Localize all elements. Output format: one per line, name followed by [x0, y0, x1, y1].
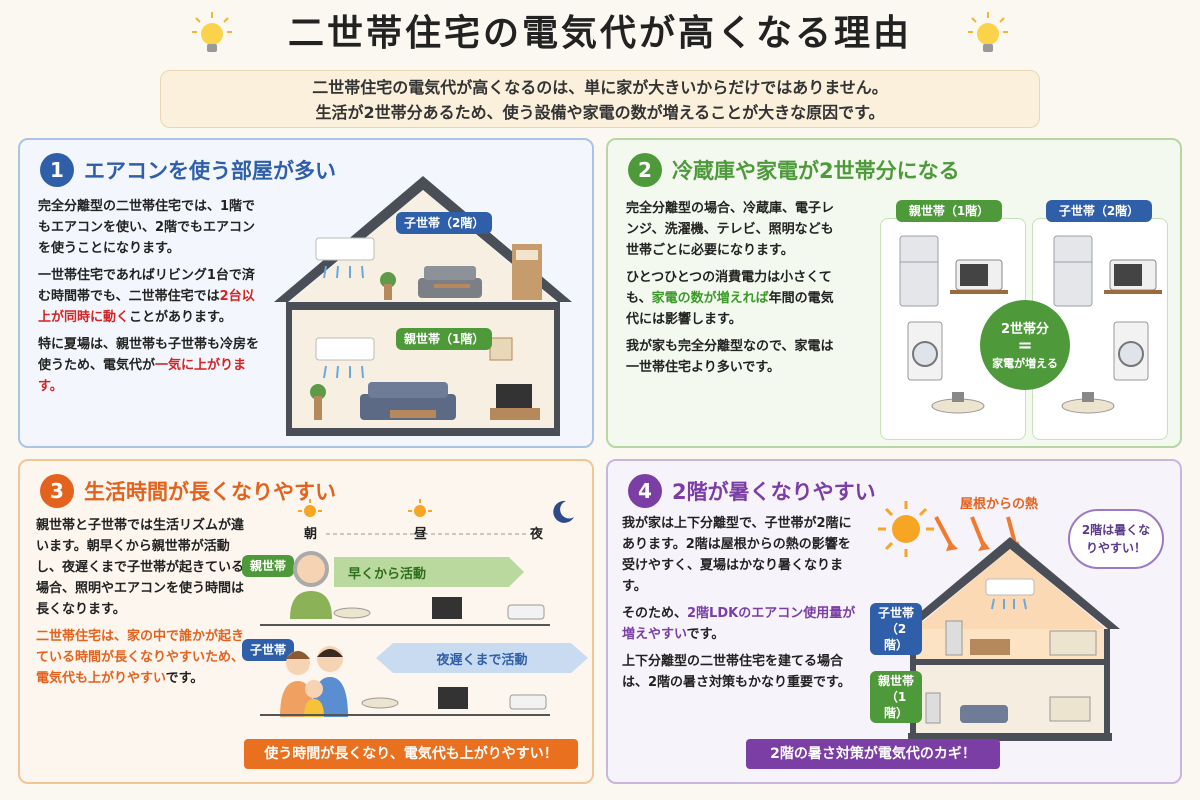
text: ことがあります。: [129, 310, 232, 325]
section-living-hours: 3 生活時間が長くなりやすい 親世帯と子世帯では生活リズムが違います。朝早くから…: [18, 459, 594, 784]
circle-line: 家電が増える: [992, 357, 1058, 370]
paragraph: 完全分離型の場合、冷蔵庫、電子レンジ、洗濯機、テレビ、照明なども世帯ごとに必要に…: [626, 201, 835, 258]
moon-icon: [553, 500, 574, 523]
highlight-text: 二世帯住宅は、家の中で誰かが起きている時間が長くなりやすいため、電気代も上がりや…: [36, 629, 245, 686]
section-number: 1: [40, 153, 74, 187]
arrow-label: 夜遅くまで活動: [436, 652, 528, 668]
section-banner: 2階の暑さ対策が電気代のカギ！: [746, 739, 1000, 769]
tag-parent-household: 親世帯（1階）: [896, 200, 1002, 222]
section-heading: 生活時間が長くなりやすい: [84, 480, 336, 504]
paragraph: 上下分離型の二世帯住宅を建てる場合は、2階の暑さ対策もかなり重要です。: [622, 654, 851, 690]
paragraph: 我が家も完全分離型なので、家電は一世帯住宅より多いです。: [626, 339, 834, 375]
sun-icon: [298, 499, 322, 517]
text: です。: [165, 671, 204, 686]
section-air-conditioner: 1 エアコンを使う部屋が多い 完全分離型の二世帯住宅では、1階でもエアコンを使い…: [18, 138, 594, 448]
lightbulb-icon: [192, 12, 232, 52]
section-heading: 2階が暑くなりやすい: [672, 480, 876, 504]
text: 年間の電気代には影響します。: [626, 291, 834, 327]
arrow-label: 早くから活動: [348, 566, 427, 582]
intro-line: 二世帯住宅の電気代が高くなるのは、単に家が大きいからだけではありません。: [312, 78, 888, 97]
section-second-floor-heat: 4 2階が暑くなりやすい 我が家は上下分離型で、子世帯が2階にあります。2階は屋…: [606, 459, 1182, 784]
appliances-illustration: [899, 235, 1162, 414]
paragraph: ひとつひとつの消費電力は小さくても、家電の数が増えれば年間の電気代には影響します…: [626, 267, 838, 330]
section-header: 2 冷蔵庫や家電が2世帯分になる: [628, 150, 960, 190]
circle-line: 2世帯分: [1000, 322, 1050, 337]
tag-child-household: 子世帯（2階）: [1046, 200, 1152, 222]
lightbulb-icon: [968, 12, 1008, 52]
text: です。: [686, 627, 725, 642]
paragraph: 二世帯住宅は、家の中で誰かが起きている時間が長くなりやすいため、電気代も上がりや…: [36, 626, 244, 689]
text: ひとつひとつの消費電力は小さくても、: [626, 270, 832, 306]
section-number: 3: [40, 474, 74, 508]
roof-heat-label: 屋根からの熱: [960, 497, 1039, 512]
section-body: 完全分離型の場合、冷蔵庫、電子レンジ、洗濯機、テレビ、照明なども世帯ごとに必要に…: [626, 198, 838, 384]
section-heading: エアコンを使う部屋が多い: [84, 159, 336, 183]
circle-equals: =: [1017, 335, 1033, 356]
section-body: 親世帯と子世帯では生活リズムが違います。朝早くから親世帯が活動し、夜遅くまで子世…: [36, 515, 244, 695]
grandparent-avatar: [290, 551, 332, 619]
section-header: 1 エアコンを使う部屋が多い: [40, 150, 336, 190]
bubble-text: 2階は暑くなりやすい！: [1081, 523, 1151, 555]
text: そのため、: [622, 606, 688, 621]
sun-icon: [408, 499, 432, 517]
parent-appliances-row: [260, 597, 550, 626]
time-label-night: 夜: [530, 527, 544, 542]
text: 一世帯住宅であればリビング1台で済む時間帯でも、二世帯住宅では: [38, 268, 255, 304]
paragraph: 完全分離型の二世帯住宅では、1階でもエアコンを使い、2階でもエアコンを使うことに…: [38, 199, 256, 256]
section-body: 我が家は上下分離型で、子世帯が2階にあります。2階は屋根からの熱の影響を受けやす…: [622, 513, 862, 699]
tag-parent-household: 親世帯（1階）: [870, 671, 922, 723]
intro-line: 生活が2世帯分あるため、使う設備や家電の数が増えることが大きな原因です。: [315, 103, 885, 122]
appliance-increase-circle: 2世帯分 = 家電が増える: [980, 300, 1070, 390]
sun-icon: [878, 501, 934, 557]
paragraph: 一世帯住宅であればリビング1台で済む時間帯でも、二世帯住宅では2台以上が同時に動…: [38, 265, 260, 328]
section-appliances: 2 冷蔵庫や家電が2世帯分になる 完全分離型の場合、冷蔵庫、電子レンジ、洗濯機、…: [606, 138, 1182, 448]
child-appliances-row: [260, 687, 550, 716]
highlight-text: 2階LDKのエアコン使用量が増えやすい: [622, 606, 856, 642]
hot-house-illustration: [900, 537, 1120, 741]
page-title-area: 二世帯住宅の電気代が高くなる理由: [0, 4, 1200, 64]
section-body: 完全分離型の二世帯住宅では、1階でもエアコンを使い、2階でもエアコンを使うことに…: [38, 196, 260, 403]
section-header: 4 2階が暑くなりやすい: [628, 471, 876, 511]
time-label-morning: 朝: [304, 527, 318, 542]
section-heading: 冷蔵庫や家電が2世帯分になる: [672, 159, 960, 183]
timeline-line: [326, 533, 526, 535]
tag-child-household: 子世帯: [242, 639, 295, 661]
tag-child-household: 子世帯（2階）: [396, 212, 493, 234]
intro-box: 二世帯住宅の電気代が高くなるのは、単に家が大きいからだけではありません。 生活が…: [160, 70, 1040, 128]
section-header: 3 生活時間が長くなりやすい: [40, 471, 336, 511]
paragraph: 特に夏場は、親世帯も子世帯も冷房を使うため、電気代が一気に上がります。: [38, 334, 260, 397]
paragraph: 我が家は上下分離型で、子世帯が2階にあります。2階は屋根からの熱の影響を受けやす…: [622, 516, 852, 594]
paragraph: そのため、2階LDKのエアコン使用量が増えやすいです。: [622, 603, 862, 645]
text: 特に夏場は、親世帯も子世帯も冷房を使うため、電気代が: [38, 337, 260, 373]
highlight-text: 家電の数が増えれば: [651, 291, 769, 306]
section-number: 2: [628, 153, 662, 187]
paragraph: 親世帯と子世帯では生活リズムが違います。朝早くから親世帯が活動し、夜遅くまで子世…: [36, 518, 245, 617]
tag-parent-household: 親世帯（1階）: [396, 328, 493, 350]
tag-child-household: 子世帯（2階）: [870, 603, 922, 655]
arrow-late-activity: 夜遅くまで活動: [376, 643, 588, 673]
section-number: 4: [628, 474, 662, 508]
section-banner: 使う時間が長くなり、電気代も上がりやすい！: [244, 739, 578, 769]
two-story-house-illustration: [274, 176, 572, 436]
highlight-text: 2台以上が同時に動く: [38, 289, 255, 325]
page-title: 二世帯住宅の電気代が高くなる理由: [287, 13, 912, 54]
speech-bubble: 2階は暑くなりやすい！: [1068, 509, 1164, 569]
arrow-early-activity: 早くから活動: [334, 557, 524, 587]
family-avatar: [280, 646, 348, 717]
tag-parent-household: 親世帯: [242, 555, 295, 577]
highlight-text: 一気に上がります。: [38, 358, 247, 394]
